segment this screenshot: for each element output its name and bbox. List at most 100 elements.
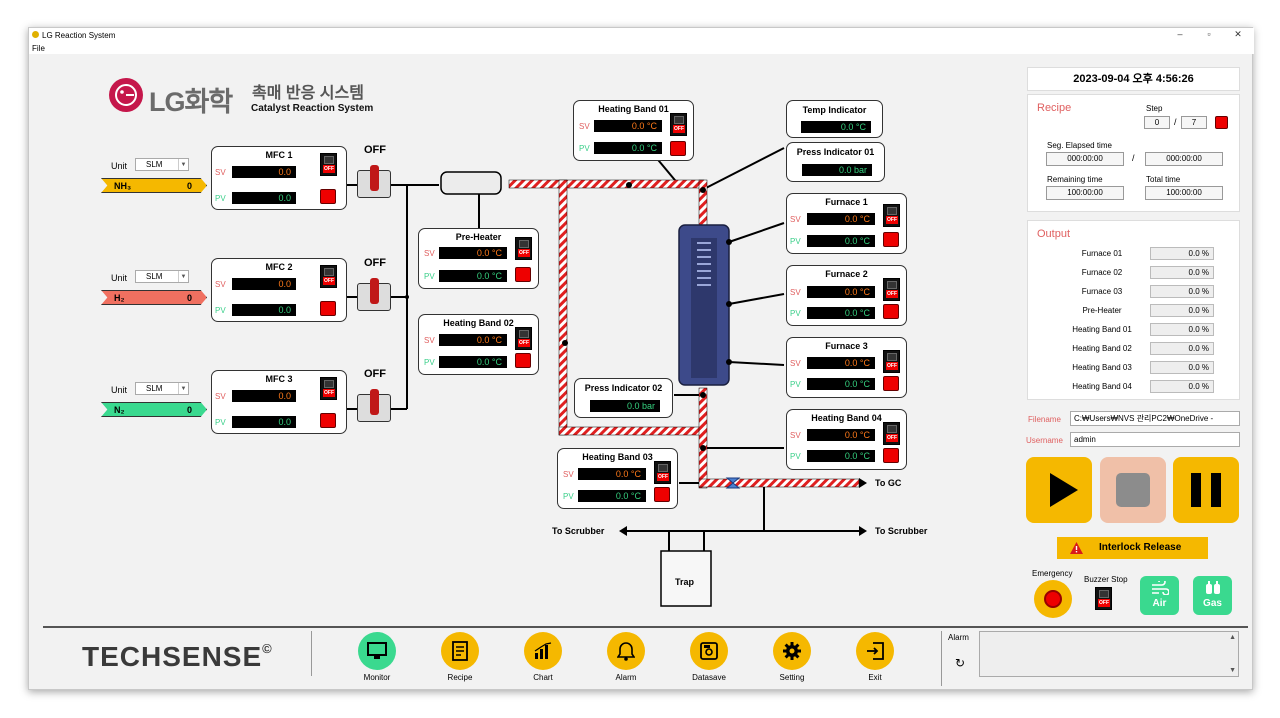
gas-tag-n2: N₂ 0: [101, 402, 207, 417]
pv-label: PV: [424, 272, 435, 281]
sv-label: SV: [790, 215, 801, 224]
air-button[interactable]: Air: [1140, 576, 1179, 615]
output-label: Furnace 01: [1081, 249, 1123, 258]
hb04-panel: Heating Band 04 SV 0.0 °C PV 0.0 °C OFF: [786, 409, 907, 470]
hb01-power-switch[interactable]: OFF: [670, 113, 687, 136]
preheater-power-switch[interactable]: OFF: [515, 237, 532, 260]
output-value: 0.0 %: [1150, 323, 1214, 336]
stop-button[interactable]: [1100, 457, 1166, 523]
total-time-value: 100:00:00: [1145, 186, 1223, 200]
furnace2-pv-display: 0.0 °C: [807, 307, 875, 319]
buzzer-stop-switch[interactable]: OFF: [1095, 587, 1112, 610]
sv-label: SV: [215, 280, 226, 289]
stop-icon: [1116, 473, 1150, 507]
username-field[interactable]: admin: [1070, 432, 1240, 447]
mfc-title: MFC 1: [265, 150, 293, 160]
furnace1-sv-display[interactable]: 0.0 °C: [807, 213, 875, 225]
mfc-2-power-switch[interactable]: OFF: [320, 265, 337, 288]
output-value: 0.0 %: [1150, 361, 1214, 374]
scroll-up-icon[interactable]: ▲: [1229, 634, 1236, 641]
nav-exit-label: Exit: [868, 673, 882, 682]
gear-icon: [773, 632, 811, 670]
furnace1-title: Furnace 1: [825, 197, 868, 207]
filename-field[interactable]: C:₩Users₩NVS 관리PC2₩OneDrive -: [1070, 411, 1240, 426]
unit-select-nh3[interactable]: SLM▼: [135, 158, 189, 171]
remaining-time-value: 100:00:00: [1046, 186, 1124, 200]
step-separator: /: [1174, 117, 1177, 127]
hb03-sv-display[interactable]: 0.0 °C: [578, 468, 646, 480]
preheater-sv-display[interactable]: 0.0 °C: [439, 247, 507, 259]
hb04-power-switch[interactable]: OFF: [883, 422, 900, 445]
output-value: 0.0 %: [1150, 247, 1214, 260]
chevron-down-icon: ▼: [178, 159, 188, 170]
mfc-3-sv-display[interactable]: 0.0: [232, 390, 296, 402]
title-english: Catalyst Reaction System: [251, 103, 374, 114]
close-button[interactable]: ✕: [1234, 29, 1242, 39]
interlock-release-button[interactable]: Interlock Release: [1057, 537, 1208, 559]
mfc-title: MFC 2: [265, 262, 293, 272]
refresh-icon[interactable]: ↻: [955, 656, 966, 670]
output-title: Output: [1037, 228, 1071, 240]
mfc-1-sv-display[interactable]: 0.0: [232, 166, 296, 178]
hb02-power-switch[interactable]: OFF: [515, 327, 532, 350]
lg-logo-icon: [115, 84, 137, 106]
alarm-log[interactable]: ▲ ▼: [979, 631, 1239, 677]
mfc-2-sv-display[interactable]: 0.0: [232, 278, 296, 290]
menu-file[interactable]: File: [32, 44, 45, 53]
minimize-button[interactable]: –: [1177, 29, 1183, 39]
sv-label: SV: [563, 470, 574, 479]
gas-button[interactable]: Gas: [1193, 576, 1232, 615]
hb01-panel: Heating Band 01 SV 0.0 °C PV 0.0 °C OFF: [573, 100, 694, 161]
gas-name: H₂: [114, 293, 125, 303]
mfc-1-panel: MFC 1 SV 0.0 PV 0.0 OFF: [211, 146, 347, 210]
unit-select-n2[interactable]: SLM▼: [135, 382, 189, 395]
hb01-sv-display[interactable]: 0.0 °C: [594, 120, 662, 132]
furnace3-sv-display[interactable]: 0.0 °C: [807, 357, 875, 369]
preheater-pv-display: 0.0 °C: [439, 270, 507, 282]
mfc-1-power-switch[interactable]: OFF: [320, 153, 337, 176]
output-label: Furnace 02: [1081, 268, 1123, 277]
recipe-status-led: [1215, 116, 1228, 129]
hb02-panel: Heating Band 02 SV 0.0 °C PV 0.0 °C OFF: [418, 314, 539, 375]
emergency-button[interactable]: [1034, 580, 1072, 618]
filename-label: Filename: [1028, 415, 1061, 424]
mfc-1-status-led: [320, 189, 336, 204]
furnace3-power-switch[interactable]: OFF: [883, 350, 900, 373]
unit-select-h2[interactable]: SLM▼: [135, 270, 189, 283]
furnace1-power-switch[interactable]: OFF: [883, 204, 900, 227]
temp-indicator-display: 0.0 °C: [801, 121, 871, 133]
valve-icon: [357, 389, 391, 422]
maximize-button[interactable]: ▫: [1207, 29, 1211, 39]
temp-indicator-panel: Temp Indicator 0.0 °C: [786, 100, 883, 138]
mfc-3-power-switch[interactable]: OFF: [320, 377, 337, 400]
seg-separator: /: [1132, 153, 1135, 163]
total-time-label: Total time: [1146, 175, 1181, 184]
hb04-sv-display[interactable]: 0.0 °C: [807, 429, 875, 441]
preheater-panel: Pre-Heater SV 0.0 °C PV 0.0 °C OFF: [418, 228, 539, 289]
furnace3-panel: Furnace 3 SV 0.0 °C PV 0.0 °C OFF: [786, 337, 907, 398]
air-label: Air: [1152, 598, 1167, 609]
hb02-sv-display[interactable]: 0.0 °C: [439, 334, 507, 346]
alarm-separator: [941, 631, 942, 686]
sv-label: SV: [215, 168, 226, 177]
furnace2-power-switch[interactable]: OFF: [883, 278, 900, 301]
gas-cylinder-icon: [1206, 581, 1220, 594]
scroll-down-icon[interactable]: ▼: [1229, 667, 1236, 674]
hb03-power-switch[interactable]: OFF: [654, 461, 671, 484]
output-label: Heating Band 01: [1072, 325, 1132, 334]
footer-divider: [43, 626, 1248, 628]
nav-monitor-label: Monitor: [363, 673, 391, 682]
footer-brand: TECHSENSE©: [82, 641, 273, 673]
furnace1-pv-display: 0.0 °C: [807, 235, 875, 247]
chevron-down-icon: ▼: [178, 383, 188, 394]
title-korean: 촉매 반응 시스템: [252, 85, 364, 102]
pv-label: PV: [579, 144, 590, 153]
nav-setting-label: Setting: [779, 673, 805, 682]
start-button[interactable]: [1026, 457, 1092, 523]
emergency-label: Emergency: [1032, 569, 1073, 578]
furnace2-sv-display[interactable]: 0.0 °C: [807, 286, 875, 298]
hb04-pv-display: 0.0 °C: [807, 450, 875, 462]
pause-button[interactable]: [1173, 457, 1239, 523]
hb01-status-led: [670, 141, 686, 156]
output-value: 0.0 %: [1150, 380, 1214, 393]
